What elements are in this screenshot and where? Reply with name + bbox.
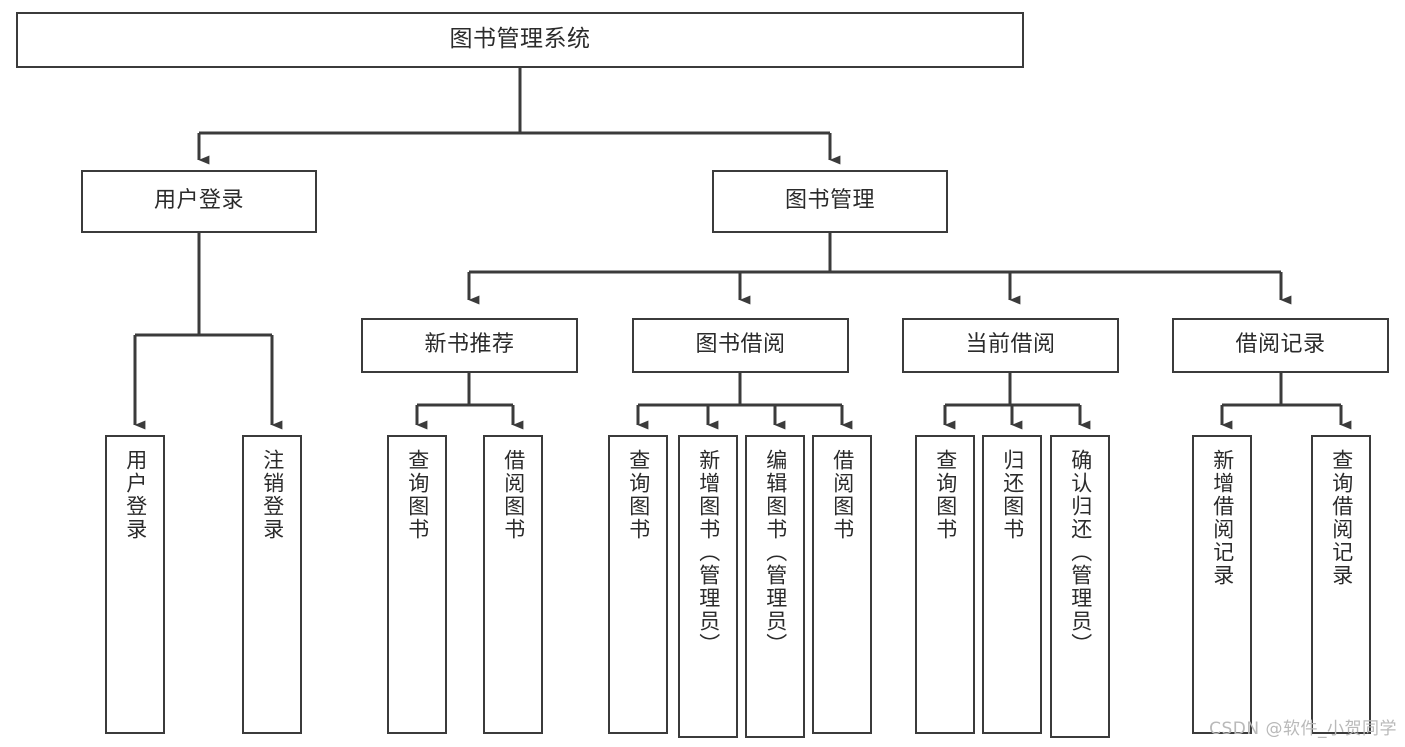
node-book-manage[interactable]: 图书管理 <box>712 170 948 233</box>
node-label: 注销登录 <box>260 449 285 541</box>
node-label: 当前借阅 <box>965 332 1056 358</box>
node-leaf-query-book-3[interactable]: 查询图书 <box>915 435 975 734</box>
node-borrow-record[interactable]: 借阅记录 <box>1172 318 1389 373</box>
node-label: 新增借阅记录 <box>1210 449 1235 587</box>
node-leaf-return-book[interactable]: 归还图书 <box>982 435 1042 734</box>
node-label: 归还图书 <box>1000 449 1025 541</box>
node-label: 查询图书 <box>933 449 958 541</box>
node-leaf-confirm-return[interactable]: 确认归还（管理员） <box>1050 435 1110 738</box>
node-label: 图书管理系统 <box>449 26 591 53</box>
node-label: 借阅记录 <box>1235 332 1326 358</box>
node-leaf-borrow-book-2[interactable]: 借阅图书 <box>812 435 872 734</box>
node-leaf-query-book-1[interactable]: 查询图书 <box>387 435 447 734</box>
node-label: 编辑图书（管理员） <box>763 449 788 656</box>
node-label: 借阅图书 <box>830 449 855 541</box>
node-root-system[interactable]: 图书管理系统 <box>16 12 1024 68</box>
node-label: 图书借阅 <box>695 332 786 358</box>
node-leaf-edit-book[interactable]: 编辑图书（管理员） <box>745 435 805 738</box>
watermark-text: CSDN @软件_小贺同学 <box>1209 719 1397 739</box>
node-current-borrow[interactable]: 当前借阅 <box>902 318 1119 373</box>
node-user-login[interactable]: 用户登录 <box>81 170 317 233</box>
node-leaf-query-book-2[interactable]: 查询图书 <box>608 435 668 734</box>
node-label: 查询借阅记录 <box>1329 449 1354 587</box>
node-leaf-user-login[interactable]: 用户登录 <box>105 435 165 734</box>
node-new-book-recommend[interactable]: 新书推荐 <box>361 318 578 373</box>
node-leaf-borrow-book-1[interactable]: 借阅图书 <box>483 435 543 734</box>
node-leaf-query-borrow-record[interactable]: 查询借阅记录 <box>1311 435 1371 734</box>
node-label: 用户登录 <box>123 449 148 541</box>
node-label: 图书管理 <box>784 188 875 214</box>
node-label: 新增图书（管理员） <box>696 449 721 656</box>
node-label: 查询图书 <box>405 449 430 541</box>
node-label: 确认归还（管理员） <box>1068 449 1093 656</box>
node-label: 用户登录 <box>153 188 244 214</box>
node-label: 借阅图书 <box>501 449 526 541</box>
node-leaf-logout-login[interactable]: 注销登录 <box>242 435 302 734</box>
node-leaf-add-borrow-record[interactable]: 新增借阅记录 <box>1192 435 1252 734</box>
node-label: 新书推荐 <box>424 332 515 358</box>
node-leaf-add-book[interactable]: 新增图书（管理员） <box>678 435 738 738</box>
node-book-borrow[interactable]: 图书借阅 <box>632 318 849 373</box>
node-label: 查询图书 <box>626 449 651 541</box>
